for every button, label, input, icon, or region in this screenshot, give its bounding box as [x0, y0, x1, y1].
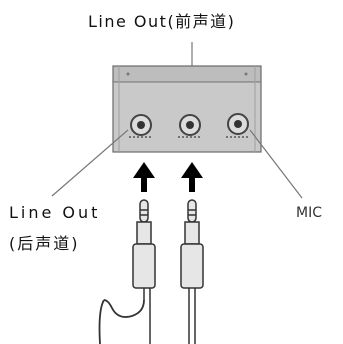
- front-audio-plug-icon: [180, 199, 204, 344]
- audio-jack-panel: [112, 65, 262, 153]
- rear-leader-line: [51, 129, 129, 197]
- front-line-out-label: Line Out(前声道): [88, 12, 236, 31]
- mic-leader-line: [249, 129, 303, 199]
- rear-audio-plug-icon: [98, 199, 156, 344]
- up-arrow-icon: [133, 162, 155, 192]
- up-arrow-icon: [181, 162, 203, 192]
- mic-jack-icon: [226, 113, 250, 138]
- rear-channel-label: (后声道): [9, 234, 80, 253]
- mic-label: MIC: [296, 205, 322, 221]
- front-line-out-jack-icon: [178, 114, 202, 138]
- rear-line-out-jack-icon: [129, 114, 153, 138]
- rear-line-out-label: Line Out: [9, 203, 101, 222]
